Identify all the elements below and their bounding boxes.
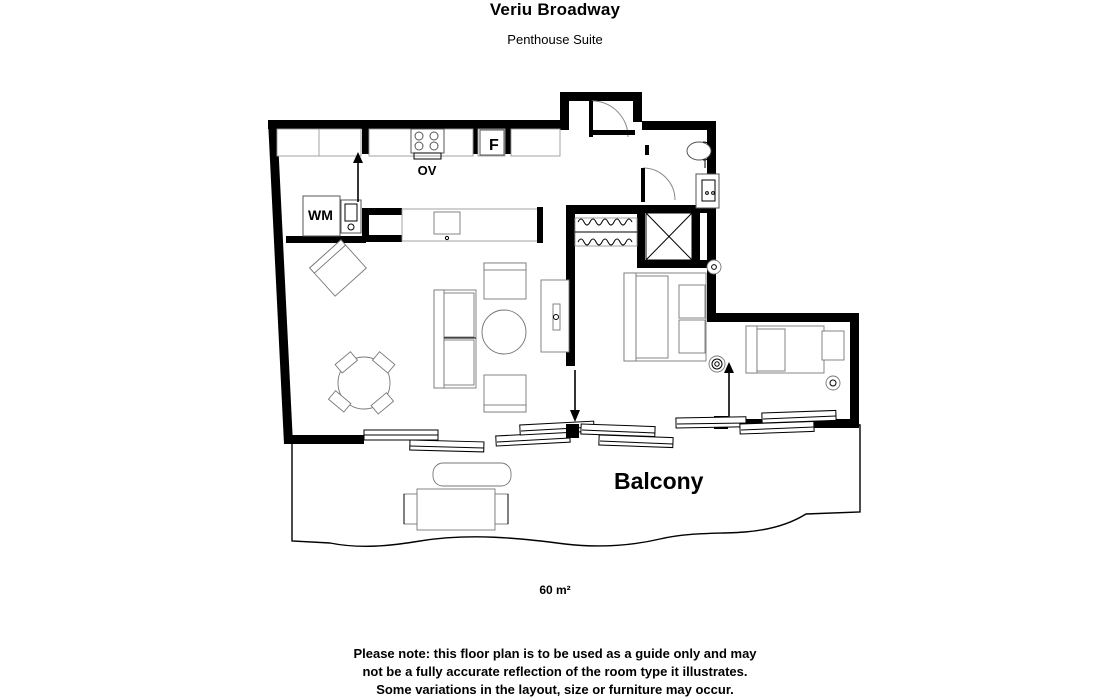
interior-walls xyxy=(286,129,716,366)
balcony-outline xyxy=(291,424,861,548)
fridge-icon xyxy=(479,129,505,156)
balcony-furniture xyxy=(403,462,512,531)
sliding-doors xyxy=(363,409,837,453)
bedroom-direction-arrow xyxy=(724,362,734,422)
single-bed-icon xyxy=(745,325,845,374)
page-subtitle: Penthouse Suite xyxy=(507,32,603,47)
oven-label: OV xyxy=(418,163,437,178)
balcony-bench-icon xyxy=(432,462,512,487)
washing-machine-label: WM xyxy=(308,207,333,223)
balcony-direction-arrow xyxy=(570,370,580,422)
exterior-walls xyxy=(268,92,859,444)
master-bedroom-furniture xyxy=(574,217,734,422)
living-room-furniture xyxy=(309,239,580,422)
kitchen-direction-arrow xyxy=(353,152,363,202)
disclaimer-line-1: Please note: this floor plan is to be us… xyxy=(353,646,757,661)
toilet-icon xyxy=(686,141,713,168)
dining-table-icon xyxy=(327,351,396,415)
armchair-rotated-icon xyxy=(309,239,367,297)
kitchen-fixtures: OV F WM xyxy=(276,128,561,243)
bathroom-door-swing xyxy=(641,167,676,202)
disclaimer-note: Please note: this floor plan is to be us… xyxy=(0,645,1110,699)
page-title: Veriu Broadway xyxy=(489,0,621,19)
coffee-table-icon xyxy=(481,309,527,355)
tv-console-icon xyxy=(540,279,570,353)
balcony-room-label: Balcony xyxy=(614,468,704,494)
bedside-lamp-2-icon xyxy=(825,375,841,391)
kitchen-sink-small-icon xyxy=(340,199,362,234)
balcony-table-icon xyxy=(416,488,496,531)
bathroom-fixtures xyxy=(641,141,720,261)
armchair-bottom-icon xyxy=(483,374,527,413)
fridge-label: F xyxy=(489,137,499,154)
floor-area-label: 60 m² xyxy=(539,583,571,597)
kitchen-island xyxy=(401,207,543,243)
disclaimer-line-2: not be a fully accurate reflection of th… xyxy=(362,664,748,679)
double-bed-icon xyxy=(623,272,707,362)
dining-chair-icon xyxy=(327,351,396,415)
sofa-icon xyxy=(433,289,477,389)
vanity-sink-icon xyxy=(695,173,720,209)
shower-icon xyxy=(645,212,693,261)
cooktop-icon xyxy=(410,128,445,160)
washing-machine-icon xyxy=(302,195,341,237)
balcony-chair-icon xyxy=(403,493,509,525)
disclaimer-line-3: Some variations in the layout, size or f… xyxy=(376,682,734,697)
entry-door xyxy=(589,100,635,138)
bedside-lamp-icon xyxy=(706,259,726,373)
wardrobe-icon xyxy=(574,217,638,247)
armchair-top-icon xyxy=(483,262,527,300)
second-bedroom-furniture xyxy=(745,325,845,391)
